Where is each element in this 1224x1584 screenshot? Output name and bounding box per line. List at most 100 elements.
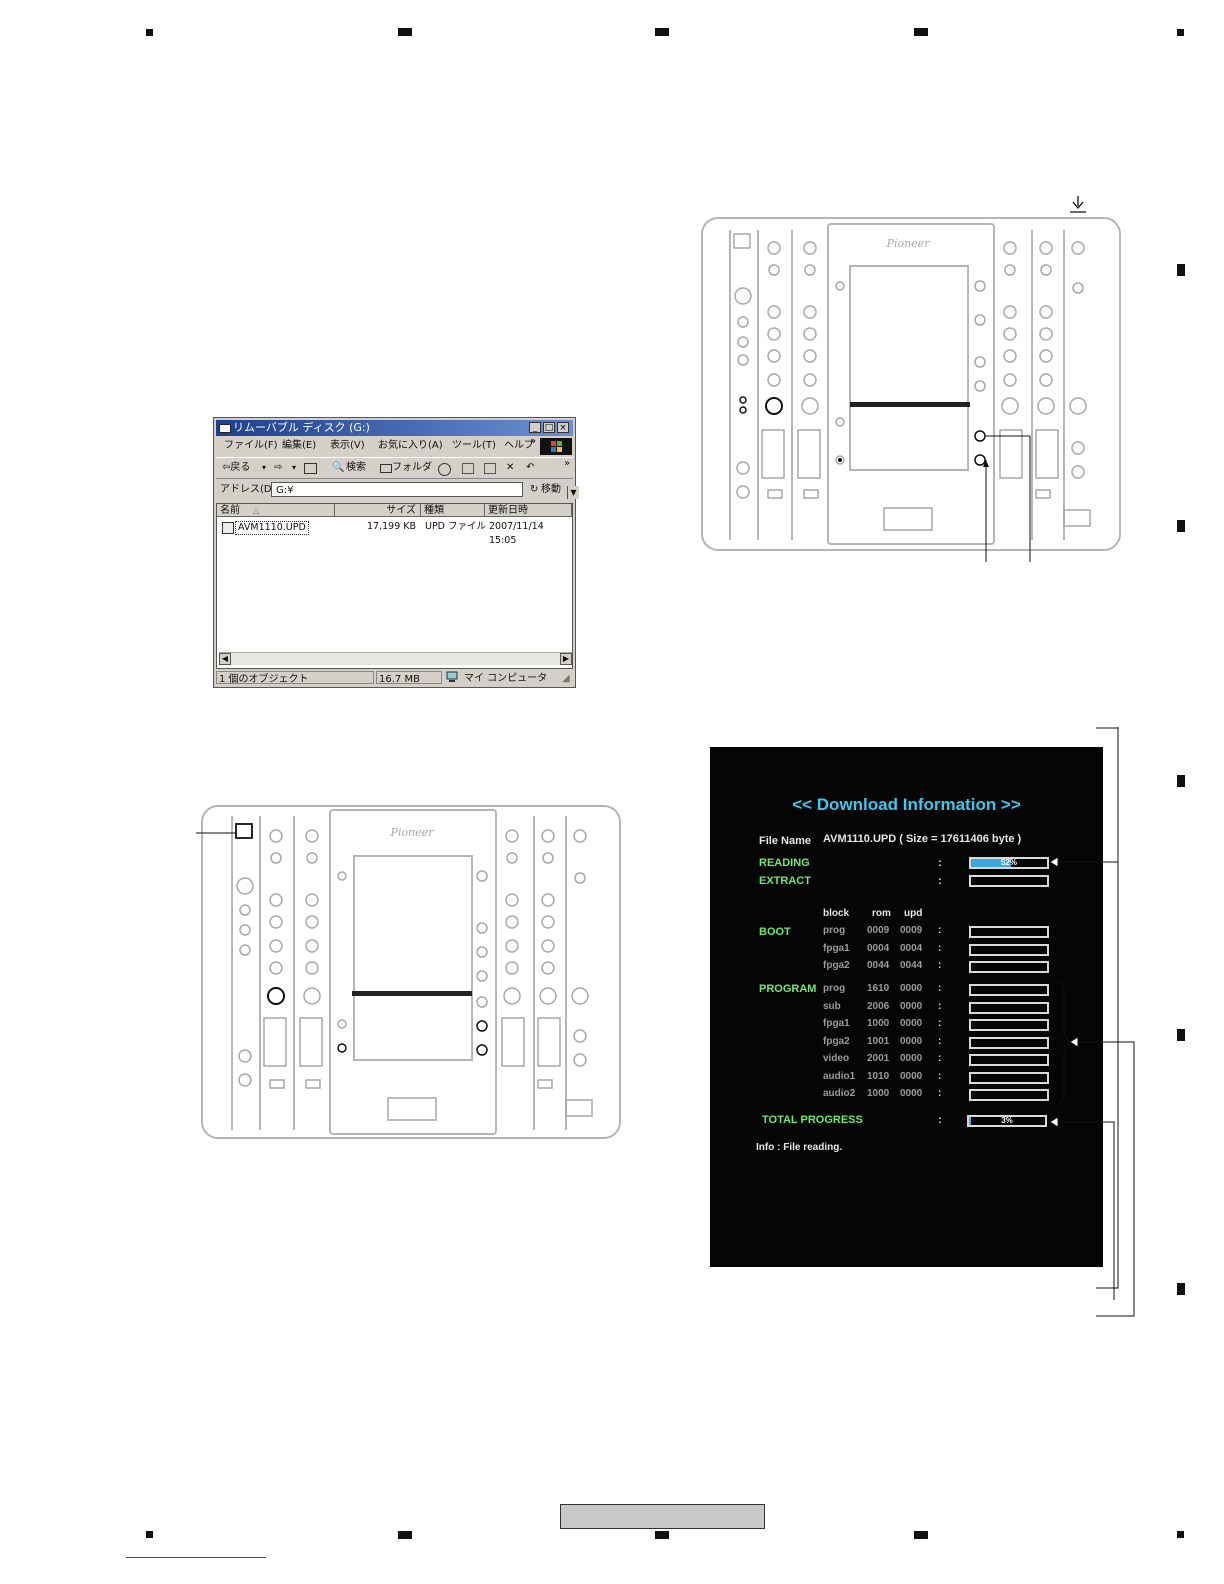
scroll-left-icon[interactable]: ◀	[219, 653, 231, 665]
mixer-brand-logo: Pioneer	[390, 826, 435, 839]
copy-to-icon[interactable]	[484, 463, 496, 474]
menu-tools[interactable]: ツール(T)	[452, 440, 496, 451]
window-titlebar[interactable]: リムーバブル ディスク (G:) _ □ ×	[216, 420, 573, 436]
menu-favorites[interactable]: お気に入り(A)	[378, 440, 443, 451]
move-to-icon[interactable]	[462, 463, 474, 474]
menu-edit[interactable]: 編集(E)	[282, 440, 317, 451]
program-rom-value: 1010	[867, 1070, 890, 1082]
toolbar-overflow-chevron[interactable]: »	[564, 458, 571, 469]
program-block-name: sub	[823, 1000, 841, 1012]
page-corner-mark	[146, 29, 153, 36]
reading-progress-text: 52%	[1000, 858, 1017, 867]
program-colon: :	[938, 1070, 942, 1082]
status-location: マイ コンピュータ	[464, 673, 548, 684]
window-title: リムーバブル ディスク (G:)	[233, 421, 370, 434]
extract-progress-bar	[969, 875, 1049, 887]
total-progress-label: TOTAL PROGRESS	[762, 1114, 863, 1126]
folders-button[interactable]: フォルダ	[392, 462, 432, 473]
boot-rom-value: 0004	[867, 942, 890, 954]
forward-button[interactable]: ⇨	[274, 462, 283, 473]
upd-header: upd	[904, 908, 923, 919]
program-upd-value: 0000	[900, 1000, 923, 1012]
minimize-button[interactable]: _	[529, 422, 541, 433]
forward-dropdown-icon[interactable]: ▾	[292, 463, 297, 472]
resize-grip-icon[interactable]: ◢	[562, 673, 570, 684]
menu-file[interactable]: ファイル(F)	[224, 440, 278, 451]
program-progress-bar	[969, 1071, 1049, 1084]
download-info-screen: << Download Information >> File Name AVM…	[710, 747, 1103, 1267]
page-column-mark	[914, 28, 928, 36]
boot-block-name: fpga2	[823, 960, 850, 971]
program-progress-bar	[969, 1019, 1049, 1031]
page-column-mark	[914, 1531, 928, 1539]
history-icon[interactable]	[438, 463, 451, 476]
info-text: Info : File reading.	[756, 1142, 843, 1153]
program-rom-value: 1610	[867, 983, 890, 994]
page-row-mark	[1177, 1029, 1185, 1041]
boot-colon: :	[938, 960, 942, 971]
file-list: 名前 △ サイズ 種類 更新日時 AVM1110.UPD 17,199 KB U…	[216, 503, 573, 669]
program-upd-value: 0000	[900, 1018, 923, 1029]
program-upd-value: 0000	[900, 1053, 923, 1064]
go-icon[interactable]: ↻	[530, 484, 539, 495]
standard-toolbar: ⇦戻る ▾ ⇨ ▾ 🔍 検索 フォルダ ✕ ↶ »	[216, 457, 573, 479]
column-header-label: 名前	[220, 505, 240, 516]
scroll-right-icon[interactable]: ▶	[560, 653, 572, 665]
close-button[interactable]: ×	[557, 422, 569, 433]
boot-block-name: fpga1	[823, 942, 850, 954]
boot-label: BOOT	[759, 926, 791, 938]
sort-ascending-icon: △	[253, 506, 260, 515]
boot-upd-value: 0004	[900, 942, 923, 954]
menu-help[interactable]: ヘルプ	[504, 440, 534, 451]
page-row-mark	[1177, 264, 1185, 276]
boot-progress-bar	[969, 943, 1049, 956]
column-header-size[interactable]: サイズ	[335, 504, 421, 517]
boot-block-name: prog	[823, 925, 846, 936]
column-header-name[interactable]: 名前 △	[217, 504, 335, 517]
file-name-value: AVM1110.UPD ( Size = 17611406 byte )	[823, 833, 1022, 845]
boot-progress-bar	[969, 961, 1049, 973]
page-corner-mark	[1177, 29, 1184, 36]
back-dropdown-icon[interactable]: ▾	[262, 463, 267, 472]
back-button[interactable]: ⇦戻る	[222, 462, 251, 473]
program-block-name: video	[823, 1053, 850, 1064]
extract-colon: :	[938, 875, 942, 887]
up-folder-icon[interactable]	[304, 463, 317, 474]
file-modified: 2007/11/14 15:05	[489, 521, 544, 546]
menu-overflow-chevron[interactable]: »	[530, 436, 537, 447]
menu-bar: ファイル(F) 編集(E) 表示(V) お気に入り(A) ツール(T) ヘルプ …	[216, 436, 536, 455]
page-column-mark	[398, 1531, 412, 1539]
file-name[interactable]: AVM1110.UPD	[235, 521, 309, 535]
folder-icon	[380, 464, 392, 473]
search-button[interactable]: 検索	[346, 462, 366, 473]
program-rom-value: 2001	[867, 1053, 890, 1064]
boot-colon: :	[938, 925, 942, 936]
address-input[interactable]: G:¥ ▼	[271, 482, 579, 499]
menu-view[interactable]: 表示(V)	[330, 440, 365, 451]
program-colon: :	[938, 1088, 942, 1099]
program-block-name: audio2	[823, 1088, 856, 1099]
file-icon	[222, 522, 234, 534]
program-colon: :	[938, 1018, 942, 1029]
undo-icon[interactable]: ↶	[526, 462, 535, 473]
program-rom-value: 2006	[867, 1000, 890, 1012]
search-icon[interactable]: 🔍	[332, 462, 345, 473]
column-header-type[interactable]: 種類	[421, 504, 485, 517]
callout-lines	[1049, 727, 1135, 1317]
delete-icon[interactable]: ✕	[506, 462, 515, 473]
program-colon: :	[938, 983, 942, 994]
go-button[interactable]: 移動	[541, 484, 561, 495]
program-upd-value: 0000	[900, 1070, 923, 1082]
program-rom-value: 1001	[867, 1035, 890, 1047]
program-block-name: audio1	[823, 1070, 856, 1082]
program-block-name: prog	[823, 983, 846, 994]
boot-progress-bar	[969, 926, 1049, 938]
page-column-mark	[655, 28, 669, 36]
maximize-button[interactable]: □	[543, 422, 555, 433]
program-block-name: fpga1	[823, 1018, 850, 1029]
horizontal-scrollbar[interactable]: ◀ ▶	[219, 652, 572, 665]
program-block-name: fpga2	[823, 1035, 850, 1047]
column-header-modified[interactable]: 更新日時	[485, 504, 572, 517]
page-corner-mark	[1177, 1531, 1184, 1538]
chevron-down-icon[interactable]: ▼	[567, 486, 579, 499]
